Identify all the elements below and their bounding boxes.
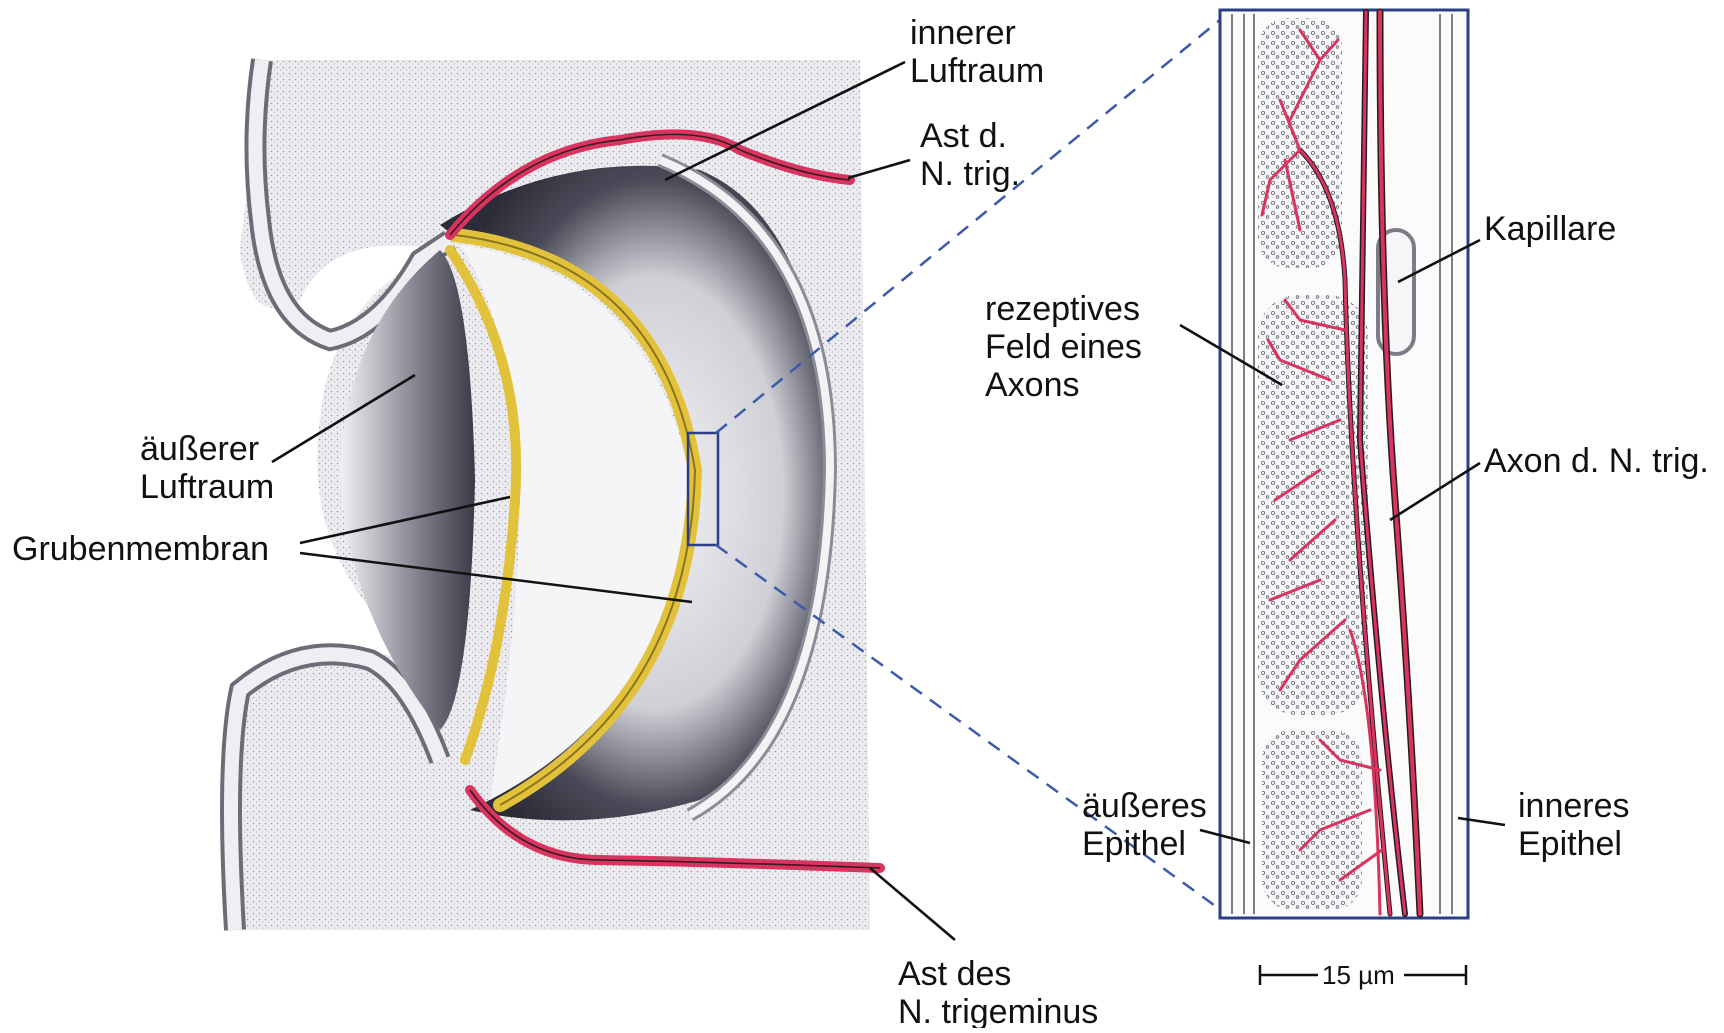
leader-ast-des-n-trigeminus (870, 868, 955, 940)
pit-organ-section (230, 60, 880, 930)
label-ast-des-n-trigeminus: Ast des N. trigeminus (898, 955, 1098, 1028)
label-aeusserer-luftraum: äußerer Luftraum (140, 430, 274, 506)
label-kapillare: Kapillare (1484, 210, 1616, 248)
scale-bar-label: 15 µm (1322, 960, 1395, 990)
label-innerer-luftraum: innerer Luftraum (910, 14, 1044, 90)
magnified-panel (1220, 10, 1468, 918)
label-rezeptives-feld: rezeptives Feld eines Axons (985, 290, 1151, 404)
label-aeusseres-epithel: äußeres Epithel (1082, 787, 1216, 863)
label-ast-d-n-trig: Ast d. N. trig. (920, 117, 1020, 193)
label-axon-n-trig: Axon d. N. trig. (1484, 442, 1709, 480)
receptive-field-2 (1258, 295, 1368, 715)
label-grubenmembran: Grubenmembran (12, 530, 269, 568)
label-inneres-epithel: inneres Epithel (1518, 787, 1639, 863)
